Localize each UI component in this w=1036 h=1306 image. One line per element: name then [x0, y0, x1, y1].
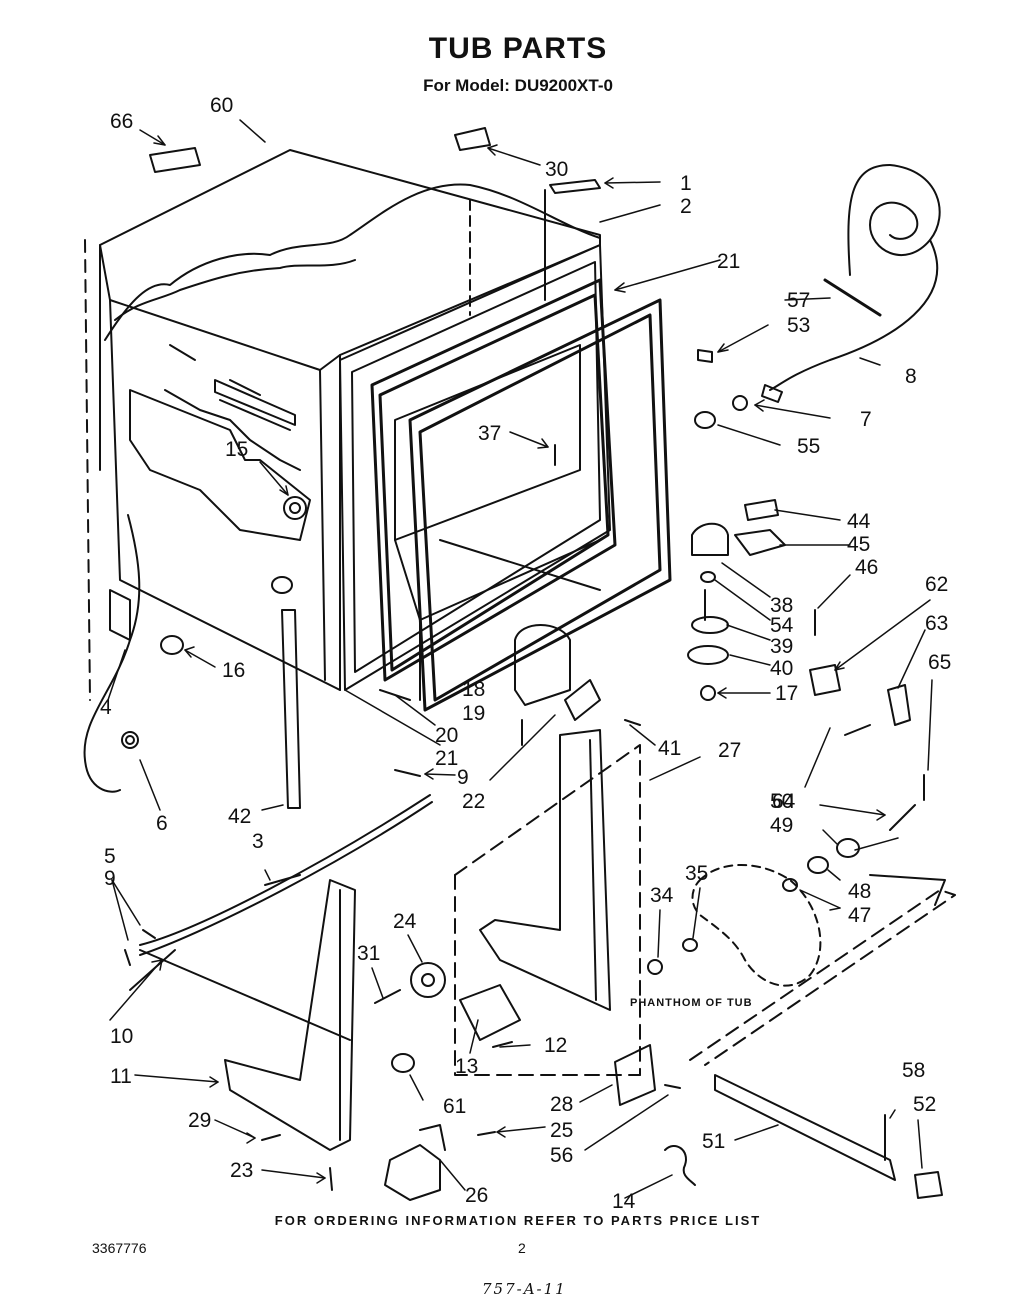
- callout-8: 8: [905, 365, 917, 388]
- callout-56: 56: [550, 1144, 573, 1167]
- small-parts: [124, 127, 943, 1201]
- callout-55: 55: [797, 435, 820, 458]
- callout-52: 52: [913, 1093, 936, 1116]
- callout-39: 39: [770, 635, 793, 658]
- callout-17: 17: [775, 682, 798, 705]
- callout-44: 44: [847, 510, 871, 533]
- callout-6: 6: [156, 812, 168, 835]
- door-cable: [129, 794, 433, 1041]
- callout-20: 20: [435, 724, 458, 747]
- phantom-tub-outline: [691, 864, 822, 987]
- callout-48: 48: [848, 880, 871, 903]
- callout-2: 2: [680, 195, 692, 218]
- callout-16: 16: [222, 659, 245, 682]
- callout-60: 60: [210, 94, 233, 117]
- callout-64: 64: [772, 790, 796, 813]
- callout-27: 27: [718, 739, 741, 762]
- callout-labels: 66 60 30 1 2 21 57 53 8 7 55 37 15 44 45…: [100, 94, 951, 1213]
- callout-37: 37: [478, 422, 501, 445]
- callout-5: 5: [104, 845, 116, 868]
- callout-10: 10: [110, 1025, 133, 1048]
- callout-61: 61: [443, 1095, 466, 1118]
- callout-57: 57: [787, 289, 810, 312]
- callout-18: 18: [462, 678, 485, 701]
- callout-66: 66: [110, 110, 133, 133]
- ordering-footer: FOR ORDERING INFORMATION REFER TO PARTS …: [274, 1213, 762, 1228]
- callout-40: 40: [770, 657, 793, 680]
- callout-41: 41: [658, 737, 681, 760]
- callout-23: 23: [230, 1159, 253, 1182]
- callout-65: 65: [928, 651, 951, 674]
- callout-28: 28: [550, 1093, 573, 1116]
- callout-54: 54: [770, 614, 794, 637]
- callout-53: 53: [787, 314, 810, 337]
- callout-13: 13: [455, 1055, 478, 1078]
- callout-62: 62: [925, 573, 948, 596]
- callout-49: 49: [770, 814, 793, 837]
- callout-14: 14: [612, 1190, 636, 1213]
- callout-21a: 21: [717, 250, 740, 273]
- callout-29: 29: [188, 1109, 211, 1132]
- phantom-tub-note: PHANTHOM OF TUB: [630, 997, 753, 1009]
- callout-19: 19: [462, 702, 485, 725]
- callout-7: 7: [860, 408, 872, 431]
- callout-42: 42: [228, 805, 251, 828]
- callout-9a: 9: [457, 766, 469, 789]
- callout-63: 63: [925, 612, 948, 635]
- callout-51: 51: [702, 1130, 725, 1153]
- callout-35: 35: [685, 862, 708, 885]
- leader-arrows: [107, 119, 933, 1199]
- document-number: 3367776: [92, 1240, 147, 1256]
- callout-38: 38: [770, 594, 793, 617]
- callout-12: 12: [544, 1034, 567, 1057]
- page-number: 2: [518, 1240, 526, 1256]
- callout-4: 4: [100, 696, 112, 719]
- callout-9b: 9: [104, 867, 116, 890]
- callout-15: 15: [225, 438, 248, 461]
- callout-58: 58: [902, 1059, 925, 1082]
- model-subtitle: For Model: DU9200XT-0: [423, 76, 613, 95]
- callout-26: 26: [465, 1184, 488, 1207]
- hinge-arms: [224, 729, 641, 1151]
- tub-body: [84, 149, 611, 701]
- callout-34: 34: [650, 884, 674, 907]
- callout-47: 47: [848, 904, 871, 927]
- callout-25: 25: [550, 1119, 573, 1142]
- callout-30: 30: [545, 158, 568, 181]
- callout-45: 45: [847, 533, 870, 556]
- bottom-rail: [689, 874, 956, 1181]
- callout-21b: 21: [435, 747, 458, 770]
- callout-31: 31: [357, 942, 380, 965]
- door-gasket: [370, 278, 672, 712]
- callout-22: 22: [462, 790, 485, 813]
- page-title: TUB PARTS: [428, 32, 608, 65]
- callout-11: 11: [110, 1065, 132, 1088]
- callout-1: 1: [680, 172, 692, 195]
- callout-46: 46: [855, 556, 878, 579]
- water-line: [761, 164, 941, 403]
- drain-hose: [83, 514, 141, 793]
- callout-24: 24: [393, 910, 417, 933]
- handwritten-code: 757-A-11: [482, 1280, 567, 1298]
- callout-3: 3: [252, 830, 264, 853]
- callout-50: 50: [770, 790, 793, 813]
